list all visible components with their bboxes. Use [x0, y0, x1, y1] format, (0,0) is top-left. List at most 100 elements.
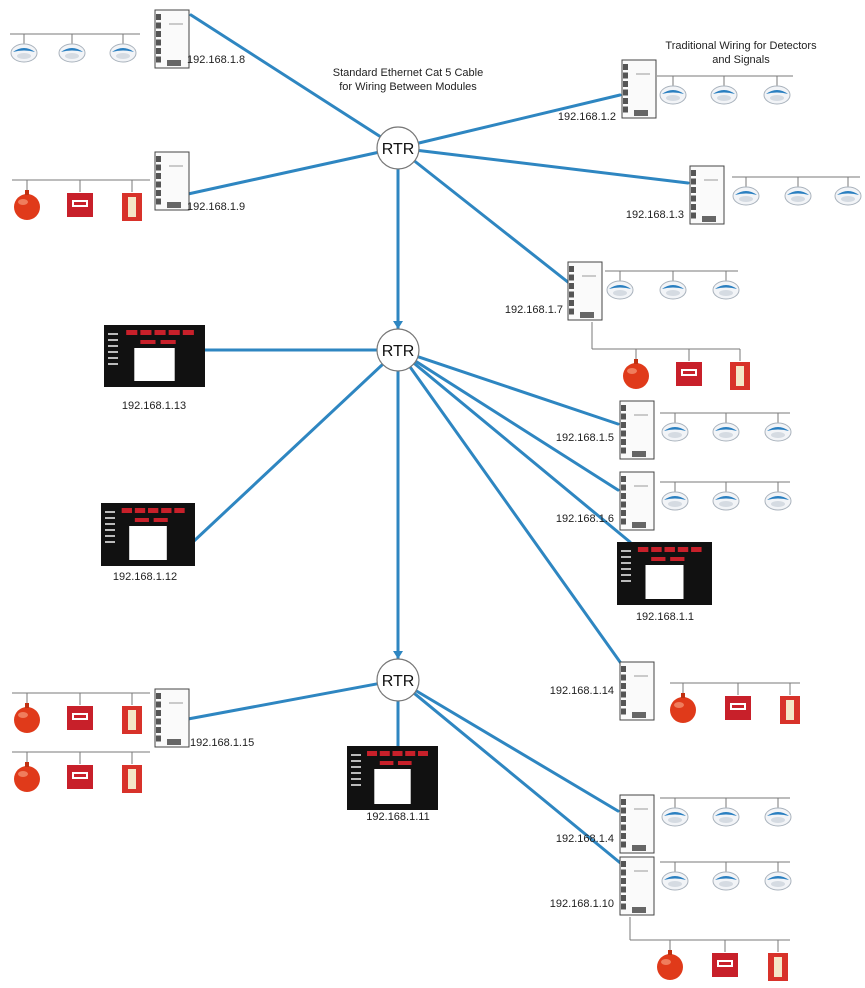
smoke-detector-icon — [712, 422, 740, 442]
smoke-detector-icon — [710, 85, 738, 105]
io-module: 192.168.1.15 — [154, 688, 254, 749]
strobe-icon — [122, 765, 142, 793]
router: RTR — [376, 658, 420, 702]
smoke-detector-icon — [784, 186, 812, 206]
control-panels: 192.168.1.13 192.168.1.12 192.168.1.1 192.1… — [101, 325, 712, 823]
router: RTR — [376, 328, 420, 372]
io-module: 192.168.1.7 — [505, 261, 603, 321]
alarm-bell-icon — [623, 359, 649, 389]
smoke-detector-icon — [109, 43, 137, 63]
ethernet-cable — [414, 689, 620, 813]
io-module: 192.168.1.10 — [550, 856, 655, 916]
router-label: RTR — [382, 343, 415, 360]
smoke-detector-icon — [712, 491, 740, 511]
smoke-detector-icon — [661, 422, 689, 442]
control-panel: 192.168.1.12 — [101, 503, 195, 583]
module-ip-label: 192.168.1.7 — [505, 304, 563, 316]
module-ip-label: 192.168.1.15 — [190, 737, 254, 749]
smoke-detector-icon — [659, 280, 687, 300]
strobe-icon — [122, 706, 142, 734]
module-ip-label: 192.168.1.5 — [556, 432, 614, 444]
smoke-detector-icon — [763, 85, 791, 105]
pull-station-icon — [712, 953, 738, 977]
panel-ip-label: 192.168.1.1 — [636, 611, 694, 623]
module-ip-label: 192.168.1.6 — [556, 513, 614, 525]
smoke-detector-icon — [764, 491, 792, 511]
strobe-icon — [122, 193, 142, 221]
smoke-detector-icon — [661, 807, 689, 827]
ethernet-cable — [412, 159, 585, 296]
control-panel: 192.168.1.1 — [617, 542, 712, 623]
panel-ip-label: 192.168.1.11 — [366, 811, 429, 823]
pull-station-icon — [67, 193, 93, 217]
ethernet-cable — [408, 365, 632, 678]
pull-station-icon — [67, 706, 93, 730]
cable-arrowhead — [393, 651, 403, 659]
module-ip-label: 192.168.1.8 — [187, 54, 245, 66]
control-panel: 192.168.1.11 — [347, 746, 438, 823]
field-devices — [10, 43, 862, 981]
ethernet-cable — [189, 13, 382, 139]
smoke-detector-icon — [764, 871, 792, 891]
smoke-detector-icon — [10, 43, 38, 63]
strobe-icon — [780, 696, 800, 724]
pull-station-icon — [725, 696, 751, 720]
cable-note-line2: for Wiring Between Modules — [339, 81, 477, 93]
device-wiring — [10, 33, 860, 952]
strobe-icon — [730, 362, 750, 390]
ethernet-cable — [417, 149, 690, 185]
io-module: 192.168.1.8 — [154, 9, 245, 69]
smoke-detector-icon — [834, 186, 862, 206]
alarm-bell-icon — [670, 693, 696, 723]
io-module: 192.168.1.4 — [556, 794, 655, 854]
panel-ip-label: 192.168.1.13 — [122, 400, 186, 412]
strobe-icon — [768, 953, 788, 981]
cable-arrowhead — [393, 321, 403, 329]
smoke-detector-icon — [732, 186, 760, 206]
smoke-detector-icon — [659, 85, 687, 105]
smoke-detector-icon — [661, 491, 689, 511]
ethernet-cable — [416, 93, 622, 145]
ethernet-cables — [186, 13, 690, 868]
cable-note-line1: Standard Ethernet Cat 5 Cable — [333, 67, 483, 79]
alarm-bell-icon — [14, 703, 40, 733]
control-panel: 192.168.1.13 — [104, 325, 205, 412]
ethernet-cable — [412, 361, 632, 544]
smoke-detector-icon — [58, 43, 86, 63]
smoke-detector-icon — [712, 807, 740, 827]
module-ip-label: 192.168.1.4 — [556, 833, 614, 845]
module-ip-label: 192.168.1.9 — [187, 201, 245, 213]
smoke-detector-icon — [764, 422, 792, 442]
smoke-detector-icon — [712, 871, 740, 891]
alarm-bell-icon — [14, 762, 40, 792]
panel-ip-label: 192.168.1.12 — [113, 571, 177, 583]
wiring-note-line2: and Signals — [712, 54, 770, 66]
ethernet-cable — [416, 355, 620, 426]
io-module: 192.168.1.14 — [550, 661, 655, 721]
io-module: 192.168.1.9 — [154, 151, 245, 213]
router-label: RTR — [382, 673, 415, 690]
smoke-detector-icon — [606, 280, 634, 300]
router: RTR — [376, 126, 420, 170]
router-label: RTR — [382, 141, 415, 158]
ethernet-cable — [186, 150, 379, 196]
ethernet-cable — [192, 362, 385, 543]
pull-station-icon — [67, 765, 93, 789]
io-module: 192.168.1.2 — [558, 59, 657, 123]
pull-station-icon — [676, 362, 702, 386]
ethernet-cable — [414, 359, 620, 492]
alarm-bell-icon — [657, 950, 683, 980]
smoke-detector-icon — [712, 280, 740, 300]
routers: RTR RTR RTR — [376, 126, 420, 702]
io-module: 192.168.1.3 — [626, 165, 725, 225]
smoke-detector-icon — [661, 871, 689, 891]
smoke-detector-icon — [764, 807, 792, 827]
ethernet-cable — [412, 691, 626, 868]
module-ip-label: 192.168.1.10 — [550, 898, 614, 910]
module-ip-label: 192.168.1.14 — [550, 685, 614, 697]
module-ip-label: 192.168.1.2 — [558, 111, 616, 123]
io-modules: 192.168.1.8 192.168.1.9 192.168.1.2 192.168… — [154, 9, 725, 916]
io-module: 192.168.1.5 — [556, 400, 655, 460]
module-ip-label: 192.168.1.3 — [626, 209, 684, 221]
